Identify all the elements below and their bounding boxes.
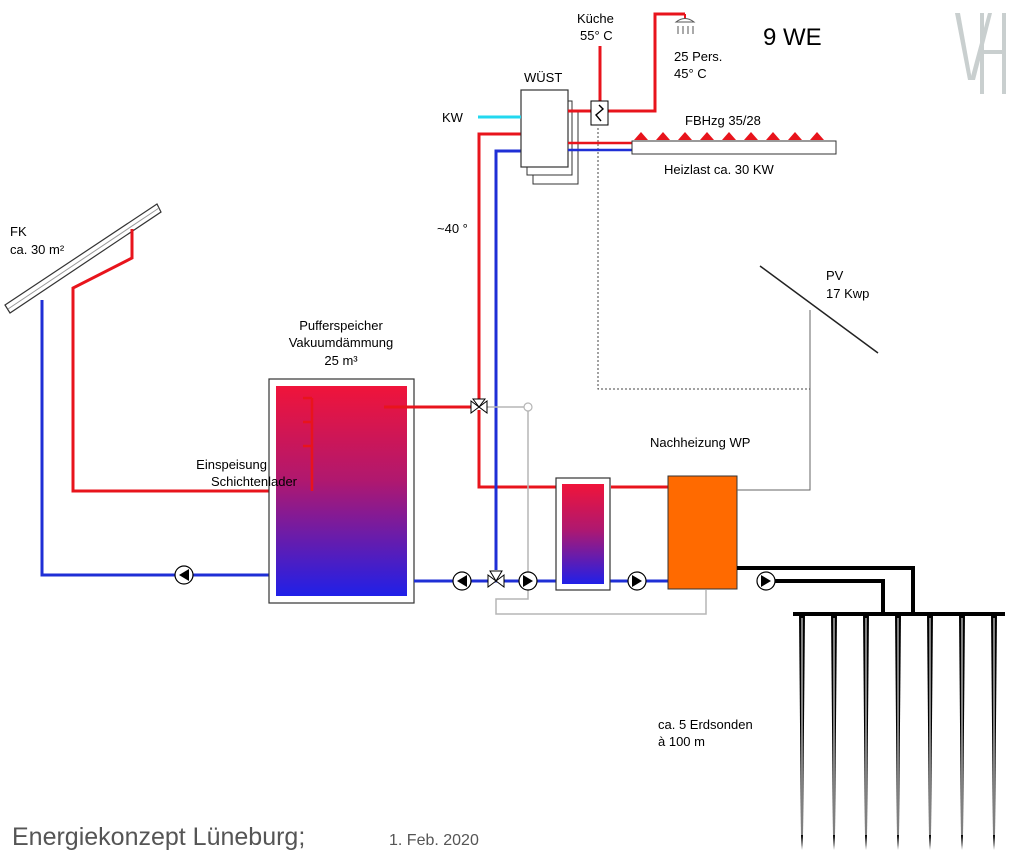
three-way-valve-lower <box>487 570 505 588</box>
einspeisung-label: Einspeisung <box>196 457 267 472</box>
heat-indicator <box>744 132 758 140</box>
underfloor-pipes <box>568 141 632 152</box>
heizlast-label: Heizlast ca. 30 KW <box>664 162 775 177</box>
puffer-insulation-label: Vakuumdämmung <box>289 335 394 350</box>
pv-cable <box>737 310 811 491</box>
underfloor-heating <box>631 132 837 155</box>
pv-panel <box>759 265 879 354</box>
heat-indicator <box>788 132 802 140</box>
control-line <box>597 128 810 390</box>
fresh-water-station <box>520 89 579 185</box>
schichtenlader-label: Schichtenlader <box>211 474 298 489</box>
fk-label: FK <box>10 224 27 239</box>
heat-indicator <box>656 132 670 140</box>
pump-collector <box>174 565 194 585</box>
units-label: 9 WE <box>763 24 822 51</box>
kitchen-label: Küche <box>577 11 614 26</box>
erdsonden-label: ca. 5 Erdsonden <box>658 717 753 732</box>
page-title: Energiekonzept Lüneburg; <box>12 823 305 851</box>
puffer-volume-label: 25 m³ <box>324 353 358 368</box>
pv-label: PV <box>826 268 844 283</box>
three-way-valve-upper <box>470 398 488 414</box>
puffer-label: Pufferspeicher <box>299 318 383 333</box>
kw-label: KW <box>442 110 464 125</box>
shower-label: 25 Pers. <box>674 49 722 64</box>
page-date: 1. Feb. 2020 <box>389 832 479 849</box>
fbhzg-label: FBHzg 35/28 <box>685 113 761 128</box>
ground-probes <box>799 614 997 850</box>
bypass-loop <box>484 402 707 615</box>
hot-supply-pipes <box>384 132 668 489</box>
pump-tank-return <box>452 571 472 591</box>
shower-temp-label: 45° C <box>674 66 707 81</box>
nachheizung-label: Nachheizung WP <box>650 435 750 450</box>
wuest-label: WÜST <box>524 70 562 85</box>
heat-indicator <box>810 132 824 140</box>
solar-collector <box>4 203 162 314</box>
erdsonden-depth-label: à 100 m <box>658 734 705 749</box>
ground-pipes <box>737 566 1005 616</box>
heat-indicator <box>722 132 736 140</box>
pump-buffer-feed <box>518 571 538 591</box>
temp-40-label: ~40 ° <box>437 221 468 236</box>
small-buffer-tank <box>555 477 611 591</box>
buffer-tank <box>268 378 415 604</box>
kitchen-temp-label: 55° C <box>580 28 613 43</box>
pump-heatpump-feed <box>627 571 647 591</box>
heat-indicator <box>678 132 692 140</box>
cold-return-pipes <box>414 149 668 583</box>
shower-icon <box>674 18 696 34</box>
pump-brine <box>756 571 776 591</box>
mixing-valve <box>590 100 609 126</box>
heat-pump <box>667 475 738 590</box>
heat-indicator <box>700 132 714 140</box>
heat-indicator <box>766 132 780 140</box>
fk-area-label: ca. 30 m² <box>10 242 65 257</box>
collector-pipes <box>40 229 312 577</box>
vh-logo <box>955 13 1006 94</box>
heat-indicator <box>634 132 648 140</box>
pv-power-label: 17 Kwp <box>826 286 869 301</box>
